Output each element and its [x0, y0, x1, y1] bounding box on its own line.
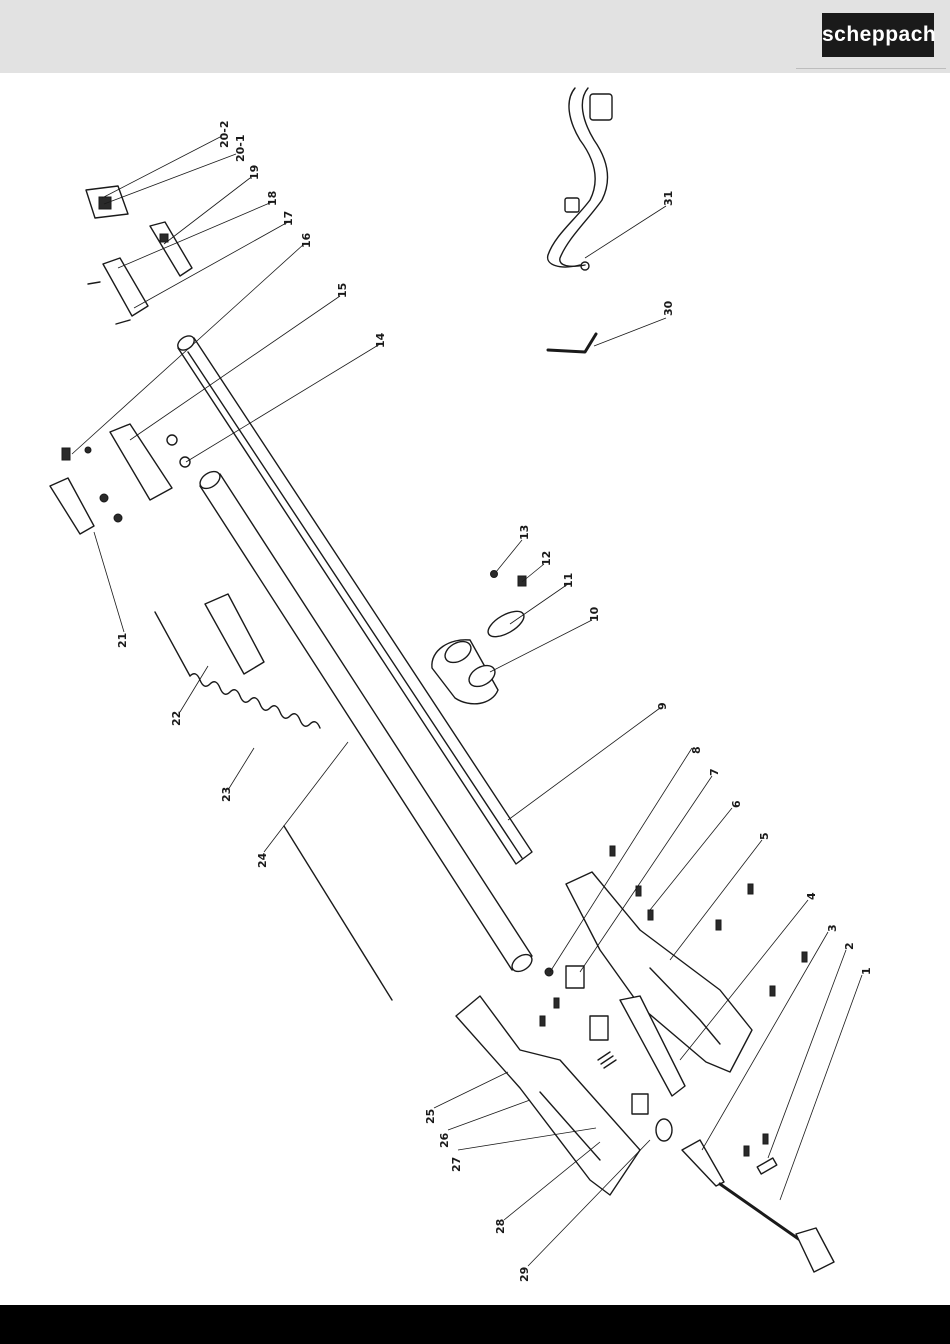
label-30: 30 [662, 300, 675, 316]
part-2-cable-clamp [757, 1158, 777, 1174]
label-2: 2 [843, 942, 856, 950]
part-11-clamp-ring [484, 606, 528, 642]
label-27: 27 [450, 1157, 463, 1172]
label-26: 26 [438, 1132, 451, 1148]
scheppach-logo: scheppach [822, 13, 934, 57]
part-15-head-clamp [85, 424, 190, 522]
part-19-housing [150, 222, 192, 276]
part-1-power-cord [720, 1184, 834, 1272]
label-13: 13 [518, 525, 531, 540]
label-3: 3 [826, 924, 839, 932]
label-7: 7 [708, 768, 721, 776]
label-11: 11 [562, 573, 575, 588]
label-31: 31 [662, 191, 675, 206]
label-25: 25 [424, 1109, 437, 1124]
part-24-inner-tube [197, 468, 535, 975]
page-header [0, 0, 950, 73]
label-22: 22 [170, 711, 183, 726]
part-31-shoulder-strap [548, 88, 612, 270]
part-12-screw [518, 576, 526, 586]
part-10-clamp-body [432, 637, 499, 704]
label-5: 5 [758, 832, 771, 840]
label-28: 28 [494, 1219, 507, 1234]
label-15: 15 [336, 283, 349, 298]
label-20-2: 20-2 [218, 120, 231, 148]
part-28-terminal [632, 1094, 648, 1114]
label-20-1: 20-1 [234, 134, 247, 162]
label-23: 23 [220, 787, 233, 802]
part-29-bushing [656, 1119, 672, 1141]
label-19: 19 [248, 165, 261, 180]
label-1: 1 [860, 967, 873, 975]
part-25-left-handle-half [456, 996, 640, 1195]
label-8: 8 [690, 746, 703, 754]
label-18: 18 [266, 191, 279, 206]
label-29: 29 [518, 1267, 531, 1282]
part-7-switch [566, 966, 584, 988]
part-27-spring [598, 1052, 616, 1068]
label-6: 6 [730, 800, 743, 808]
part-21-lever [50, 448, 94, 534]
label-12: 12 [540, 551, 553, 566]
label-9: 9 [656, 702, 669, 710]
label-24: 24 [256, 852, 269, 868]
header-divider [796, 68, 946, 69]
label-17: 17 [282, 211, 295, 226]
label-4: 4 [805, 892, 818, 900]
part-26-switch-block [590, 1016, 608, 1040]
part-24-shaft [284, 826, 392, 1000]
exploded-view-drawing: 1 2 3 4 5 6 7 8 9 10 11 12 13 14 15 16 1… [0, 73, 950, 1305]
part-30-hex-key [548, 334, 596, 352]
label-16: 16 [300, 232, 313, 248]
label-21: 21 [116, 633, 129, 648]
part-22-sleeve [205, 594, 264, 674]
part-20-plate [86, 186, 128, 218]
page-footer [0, 1305, 950, 1344]
label-10: 10 [588, 606, 601, 622]
label-14: 14 [374, 332, 387, 348]
part-3-cable-sleeve [682, 1140, 724, 1186]
